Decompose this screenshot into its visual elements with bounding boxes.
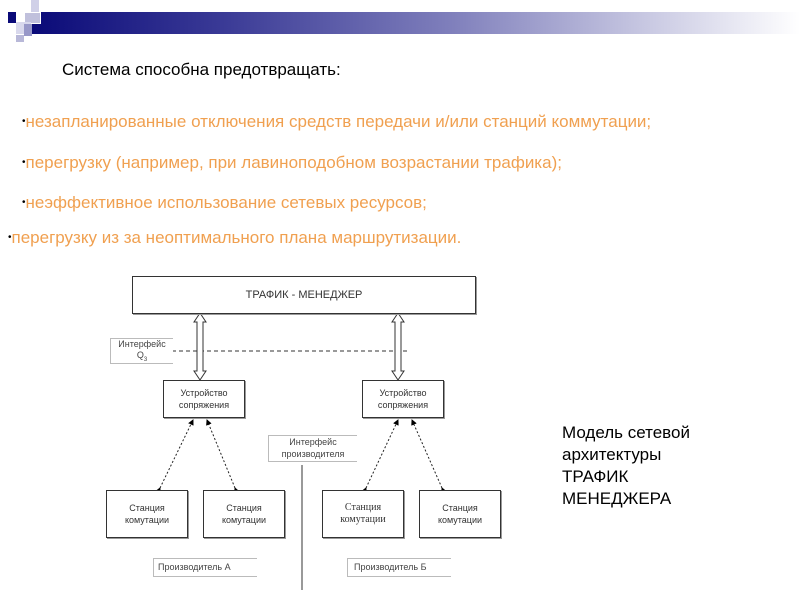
bullet-item: •незапланированные отключения средств пе… bbox=[22, 112, 651, 132]
vendor-a-label: Производитель А bbox=[153, 558, 257, 577]
traffic-manager-box: ТРАФИК - МЕНЕДЖЕР bbox=[132, 276, 476, 314]
vendor-b-label: Производитель Б bbox=[347, 558, 451, 577]
interface-q3-text: Интерфейс bbox=[118, 339, 166, 349]
bullet-dot: • bbox=[8, 232, 12, 243]
caption-line: МЕНЕДЖЕРА bbox=[562, 489, 672, 508]
decor-square bbox=[8, 12, 16, 23]
model-caption: Модель сетевой архитектуры ТРАФИК МЕНЕДЖ… bbox=[562, 422, 690, 510]
dotted-arrows bbox=[155, 419, 447, 494]
bullet-item: •перегрузку из за неоптимального плана м… bbox=[8, 228, 461, 248]
decor-square bbox=[16, 35, 24, 42]
bullet-text: перегрузку из за неоптимального плана ма… bbox=[11, 228, 462, 247]
bullet-dot: • bbox=[22, 157, 26, 168]
double-arrow-left bbox=[193, 312, 207, 381]
bullet-item: •неэффективное использование сетевых рес… bbox=[22, 193, 427, 213]
bullet-text: перегрузку (например, при лавиноподобном… bbox=[25, 153, 562, 172]
decor-square bbox=[31, 0, 39, 12]
bullet-item: •перегрузку (например, при лавиноподобно… bbox=[22, 153, 562, 173]
bullet-text: незапланированные отключения средств пер… bbox=[25, 112, 652, 131]
interface-q3-name: Q3 bbox=[136, 350, 148, 363]
decor-square bbox=[24, 24, 32, 36]
decor-square bbox=[24, 12, 41, 24]
double-arrow-right bbox=[391, 312, 405, 381]
bullet-text: неэффективное использование сетевых ресу… bbox=[25, 193, 427, 212]
caption-line: ТРАФИК bbox=[562, 467, 629, 486]
header-gradient-bar bbox=[30, 12, 800, 34]
interface-q3-label: Интерфейс Q3 bbox=[110, 338, 173, 364]
bullet-dot: • bbox=[22, 197, 26, 208]
caption-line: архитектуры bbox=[562, 445, 662, 464]
caption-line: Модель сетевой bbox=[562, 423, 690, 442]
slide-title: Система способна предотвращать: bbox=[62, 60, 341, 79]
bullet-dot: • bbox=[22, 116, 26, 127]
